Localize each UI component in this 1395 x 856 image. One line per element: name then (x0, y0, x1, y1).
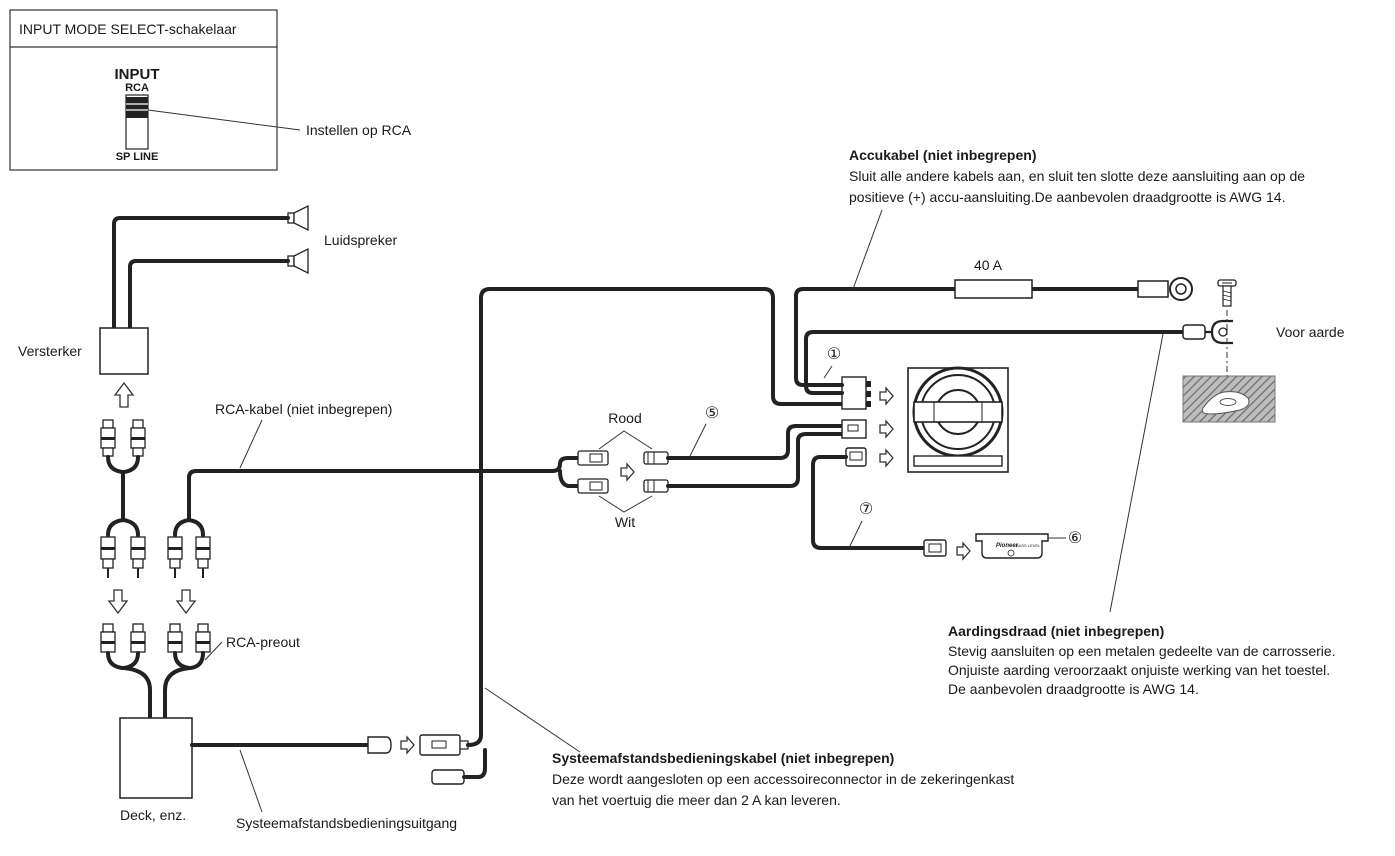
rca-cable-main (173, 456, 582, 537)
speaker-label: Luidspreker (324, 232, 397, 248)
right-arrow-icon (879, 419, 894, 439)
amplifier-label: Versterker (18, 343, 82, 359)
screw-icon (1217, 279, 1237, 307)
remote-title: Systeemafstandsbedieningskabel (niet inb… (552, 750, 894, 766)
battery-terminal (1137, 277, 1193, 301)
switch-leader-line (147, 109, 301, 131)
ground-line1: Stevig aansluiten op een metalen gedeelt… (948, 643, 1336, 659)
preout-leader (204, 641, 223, 661)
speaker-icon (287, 204, 309, 232)
num6-label: ⑥ (1068, 530, 1082, 547)
speaker-cable (128, 259, 290, 330)
down-arrow-icon (107, 589, 129, 615)
remote-brand: Pioneer (996, 543, 1019, 549)
remote-cable (462, 287, 844, 779)
fuse (954, 279, 1033, 299)
right-arrow-icon (879, 448, 894, 468)
power-connector (841, 376, 871, 410)
color-indicator-lines (598, 430, 653, 513)
ground-line2: Onjuiste aarding veroorzaakt onjuiste we… (948, 662, 1330, 678)
mode-switch[interactable] (125, 94, 149, 150)
subwoofer-unit (907, 366, 1009, 473)
remote-line2: van het voertuig die meer dan 2 A kan le… (552, 792, 841, 808)
switch-input-label: INPUT (115, 66, 160, 83)
remote-connector (419, 734, 469, 785)
rca-female-plugs (577, 450, 609, 494)
remote-plug (367, 736, 392, 754)
rca-cable-left (106, 455, 140, 537)
remote-line1: Deze wordt aangesloten op een accessoire… (552, 771, 1014, 787)
speaker-icon (287, 247, 309, 275)
rca-plug-pair-mid-right (167, 536, 211, 578)
remote-output-leader (239, 749, 263, 813)
rca-input-cable (666, 424, 844, 488)
battery-line1: Sluit alle andere kabels aan, en sluit t… (849, 168, 1305, 184)
remote-leader (484, 687, 581, 753)
speaker-cable (112, 216, 290, 330)
bass-level-remote[interactable]: Pioneer BASS LEVEL (975, 533, 1049, 559)
rca-cable-leader (239, 419, 263, 469)
ground-title: Aardingsdraad (niet inbegrepen) (948, 623, 1164, 639)
ground-leader (1109, 333, 1164, 613)
amplifier-box (99, 327, 149, 375)
switch-box-title: INPUT MODE SELECT-schakelaar (19, 21, 237, 37)
remote-output-label: Systeemafstandsbedieningsuitgang (236, 815, 457, 831)
right-arrow-icon (956, 541, 971, 561)
deck-label: Deck, enz. (120, 807, 186, 823)
num5-label: ⑤ (705, 405, 719, 422)
rca-preout-label: RCA-preout (226, 634, 300, 650)
num1-leader (823, 365, 833, 379)
num5-leader (689, 423, 707, 457)
switch-rca-label: RCA (125, 82, 149, 94)
remote-level-text: BASS LEVEL (1016, 543, 1041, 548)
battery-leader (852, 209, 883, 290)
bass-level-plug (923, 539, 947, 557)
car-body-panel (1182, 375, 1276, 423)
right-arrow-icon (879, 386, 894, 406)
remote-level-connector (845, 447, 867, 467)
num1-label: ① (827, 346, 841, 363)
level-knob-icon[interactable] (1007, 549, 1015, 557)
rca-preout-plugs (100, 623, 211, 653)
right-arrow-icon (400, 735, 415, 755)
battery-line2: positieve (+) accu-aansluiting.De aanbev… (849, 189, 1285, 205)
deck-box (119, 717, 193, 799)
preout-cables (106, 651, 205, 720)
switch-sp-line-label: SP LINE (116, 151, 159, 163)
ground-terminal (1182, 319, 1233, 345)
num7-label: ⑦ (859, 501, 873, 518)
ground-line3: De aanbevolen draadgrootte is AWG 14. (948, 681, 1199, 697)
rca-plug-pair-mid-left (100, 536, 146, 578)
rca-male-plugs (643, 451, 669, 493)
rca-plug-pair-amp (100, 419, 146, 457)
red-label: Rood (608, 410, 641, 426)
up-arrow-icon (113, 381, 135, 408)
battery-title: Accukabel (niet inbegrepen) (849, 147, 1036, 163)
ground-to-label: Voor aarde (1276, 324, 1345, 340)
battery-cable (794, 287, 1140, 387)
input-mode-select-box: INPUT MODE SELECT-schakelaar INPUT RCA S… (9, 9, 412, 171)
fuse-label: 40 A (974, 257, 1003, 273)
num7-leader (849, 520, 863, 547)
white-label: Wit (615, 514, 635, 530)
down-arrow-icon (175, 589, 197, 615)
right-arrow-icon (620, 462, 635, 482)
rca-input-connector (841, 419, 867, 439)
switch-note: Instellen op RCA (306, 122, 412, 138)
ground-cable (804, 330, 1185, 395)
bass-level-cable (811, 455, 927, 550)
rca-cable-label: RCA-kabel (niet inbegrepen) (215, 401, 392, 417)
